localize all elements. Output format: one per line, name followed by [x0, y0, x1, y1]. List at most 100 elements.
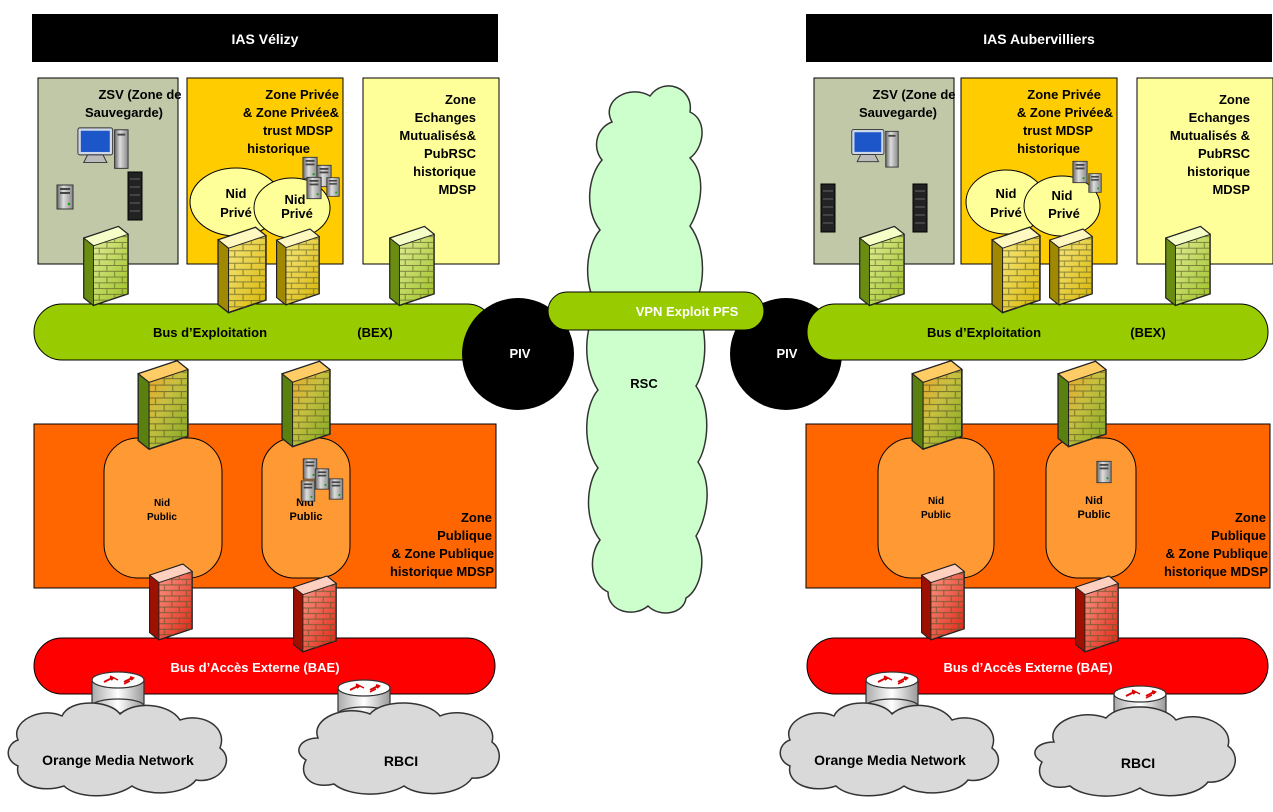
piv-left: [462, 298, 574, 410]
svg-text:Nid: Nid: [928, 496, 944, 507]
svg-text:ZSV (Zone de: ZSV (Zone de: [872, 87, 955, 102]
rack-icon: [912, 183, 928, 233]
svg-text:historique: historique: [1187, 164, 1250, 179]
svg-text:& Zone Privée&: & Zone Privée&: [1017, 105, 1113, 120]
svg-text:Nid: Nid: [285, 192, 306, 207]
firewall-icon: [911, 360, 963, 450]
bex-label: Bus d’Exploitation: [153, 325, 267, 340]
firewall-icon: [275, 228, 320, 306]
svg-text:Public: Public: [147, 512, 177, 523]
vpn-label: VPN Exploit PFS: [636, 304, 739, 319]
nid-public-2: [1045, 437, 1137, 579]
svg-text:Sauvegarde): Sauvegarde): [85, 105, 163, 120]
svg-text:Publique: Publique: [1211, 528, 1266, 543]
cloud-right-label: RBCI: [1121, 755, 1155, 771]
zone-echanges-label: Zone Echanges Mutualisés & PubRSC histor…: [1170, 92, 1251, 197]
firewall-icon: [991, 226, 1041, 314]
bus-acces-externe: [806, 637, 1269, 695]
svg-text:MDSP: MDSP: [438, 182, 476, 197]
workstation-icon: [851, 129, 899, 168]
rsc-cloud: [586, 85, 708, 614]
svg-text:historique: historique: [247, 141, 310, 156]
svg-text:Zone: Zone: [1219, 92, 1250, 107]
bae-label: Bus d’Accès Externe (BAE): [170, 660, 339, 675]
bex-abbr: (BEX): [357, 325, 392, 340]
svg-text:PubRSC: PubRSC: [424, 146, 477, 161]
zone-privee-label: Zone Privée & Zone Privée& trust MDSP hi…: [1017, 87, 1113, 156]
site-title: IAS Aubervilliers: [983, 31, 1095, 47]
zone-publique-label: Zone Publique & Zone Publique historique…: [390, 510, 494, 579]
svg-text:Publique: Publique: [437, 528, 492, 543]
nid-public-1: [877, 437, 995, 579]
site-title: IAS Vélizy: [232, 31, 299, 47]
firewall-icon: [1048, 228, 1093, 306]
svg-text:Privé: Privé: [1048, 206, 1080, 221]
nid-prive-2-label: Nid Privé: [281, 192, 313, 221]
center-network: PIV PIV RSC VPN Exploit PFS: [462, 85, 842, 614]
svg-text:Nid: Nid: [996, 186, 1017, 201]
rack-icon: [820, 183, 836, 233]
workstation-icon: [77, 127, 129, 169]
svg-text:Zone: Zone: [445, 92, 476, 107]
svg-text:Nid: Nid: [154, 498, 170, 509]
svg-text:Echanges: Echanges: [415, 110, 476, 125]
firewall-icon: [389, 225, 435, 307]
cloud-left-label: Orange Media Network: [42, 752, 194, 768]
svg-text:Zone: Zone: [461, 510, 492, 525]
bus-acces-externe: [33, 637, 496, 695]
svg-text:historique MDSP: historique MDSP: [390, 564, 494, 579]
svg-text:PubRSC: PubRSC: [1198, 146, 1251, 161]
firewall-icon: [1057, 360, 1107, 448]
nid-prive-2-label: Nid Privé: [1048, 188, 1080, 221]
site-header: [32, 14, 498, 62]
zone-publique-label: Zone Publique & Zone Publique historique…: [1164, 510, 1268, 579]
piv-right-label: PIV: [777, 346, 798, 361]
svg-text:historique: historique: [413, 164, 476, 179]
site-header: [806, 14, 1272, 62]
cloud-orange-media-network: [7, 702, 227, 797]
svg-text:Privé: Privé: [281, 206, 313, 221]
nid-public-2-label: Nid Public: [1077, 495, 1110, 521]
cloud-right-label: RBCI: [384, 753, 418, 769]
zone-echanges-label: Zone Echanges Mutualisés& PubRSC histori…: [399, 92, 476, 197]
firewall-icon: [137, 360, 189, 450]
rack-icon: [127, 171, 143, 221]
svg-text:& Zone Publique: & Zone Publique: [391, 546, 494, 561]
svg-text:Public: Public: [289, 511, 322, 523]
svg-text:Public: Public: [921, 510, 951, 521]
server-icon: [1096, 460, 1112, 484]
firewall-icon: [292, 575, 337, 653]
svg-text:Public: Public: [1077, 509, 1110, 521]
site-ias-aubervilliers: IAS Aubervilliers ZSV (Zone de Sauvegard…: [779, 14, 1273, 797]
piv-left-label: PIV: [510, 346, 531, 361]
firewall-icon: [1165, 225, 1211, 307]
firewall-icon: [148, 563, 193, 641]
svg-text:Echanges: Echanges: [1189, 110, 1250, 125]
svg-text:& Zone Publique: & Zone Publique: [1165, 546, 1268, 561]
svg-text:ZSV (Zone de: ZSV (Zone de: [98, 87, 181, 102]
svg-text:Mutualisés&: Mutualisés&: [399, 128, 476, 143]
svg-text:Privé: Privé: [220, 205, 252, 220]
firewall-icon: [920, 563, 965, 641]
zone-privee: [960, 77, 1118, 265]
svg-text:Zone: Zone: [1235, 510, 1266, 525]
svg-text:Nid: Nid: [1052, 188, 1073, 203]
cloud-rbci: [298, 702, 501, 795]
svg-text:Sauvegarde): Sauvegarde): [859, 105, 937, 120]
svg-text:trust MDSP: trust MDSP: [1023, 123, 1093, 138]
svg-text:Mutualisés &: Mutualisés &: [1170, 128, 1250, 143]
svg-text:Nid: Nid: [226, 186, 247, 201]
svg-text:Zone Privée: Zone Privée: [265, 87, 339, 102]
nid-prive-label: Nid Privé: [990, 186, 1022, 220]
bae-label: Bus d’Accès Externe (BAE): [943, 660, 1112, 675]
firewall-icon: [1074, 575, 1119, 653]
svg-text:historique MDSP: historique MDSP: [1164, 564, 1268, 579]
firewall-icon: [217, 226, 267, 314]
nid-public-1-label: Nid Public: [921, 496, 951, 521]
bex-label: Bus d’Exploitation: [927, 325, 1041, 340]
zone-privee-label: Zone Privée & Zone Privée& trust MDSP hi…: [243, 87, 339, 156]
zsv-label: ZSV (Zone de Sauvegarde): [859, 87, 956, 120]
svg-text:MDSP: MDSP: [1212, 182, 1250, 197]
site-ias-velizy: IAS Vélizy ZSV (Zone de Sauvegarde) Zone…: [7, 14, 501, 797]
